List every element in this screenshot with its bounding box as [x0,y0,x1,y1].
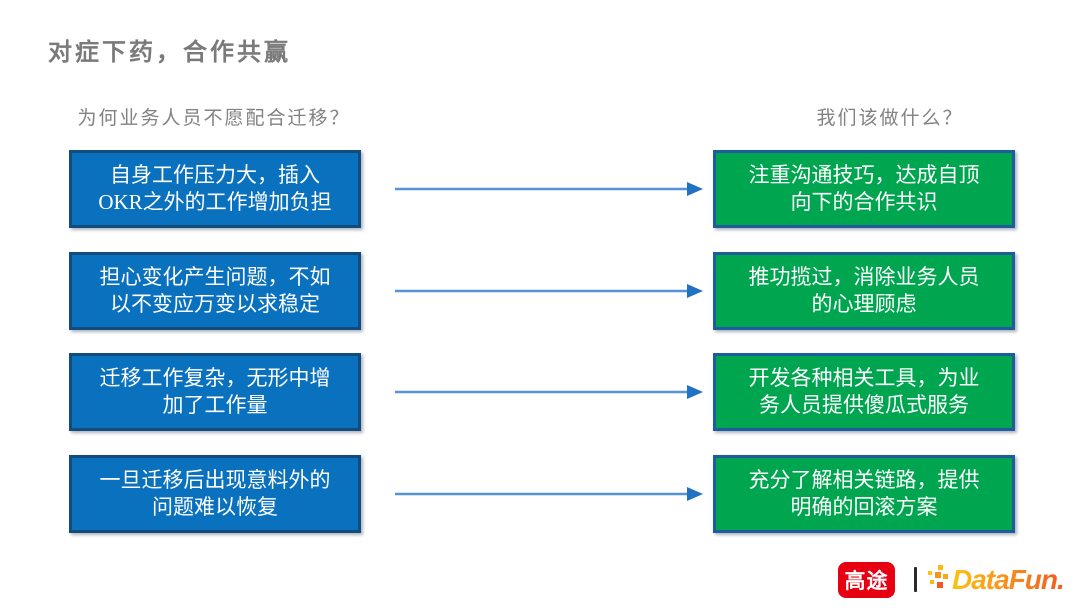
datafun-pixels-icon [926,564,950,597]
solution-box-2: 推功揽过，消除业务人员 的心理顾虑 [713,252,1015,330]
problem-box-4: 一旦迁移后出现意料外的 问题难以恢复 [69,455,361,533]
solution-box-1: 注重沟通技巧，达成自顶 向下的合作共识 [713,150,1015,228]
problems-column-header: 为何业务人员不愿配合迁移？ [77,108,351,129]
arrow-right-icon [393,484,705,504]
arrow-right-icon [393,179,705,199]
datafun-logo: DataFun. [926,561,1065,599]
solution-box-3: 开发各种相关工具，为业 务人员提供傻瓜式服务 [713,353,1015,431]
problem-box-3: 迁移工作复杂，无形中增 加了工作量 [69,353,361,431]
gaotu-logo: 高途 [838,562,895,598]
datafun-logo-text: DataFun. [952,564,1065,595]
solution-box-4: 充分了解相关链路，提供 明确的回滚方案 [713,455,1015,533]
problem-box-2: 担心变化产生问题，不如 以不变应万变以求稳定 [69,252,361,330]
page-title: 对症下药，合作共赢 [48,39,291,66]
solutions-column-header: 我们该做什么？ [816,108,964,129]
arrow-right-icon [393,281,705,301]
logo-separator [914,567,917,592]
gaotu-logo-text: 高途 [844,570,889,593]
arrow-right-icon [393,382,705,402]
problem-box-1: 自身工作压力大，插入 OKR之外的工作增加负担 [69,150,361,228]
